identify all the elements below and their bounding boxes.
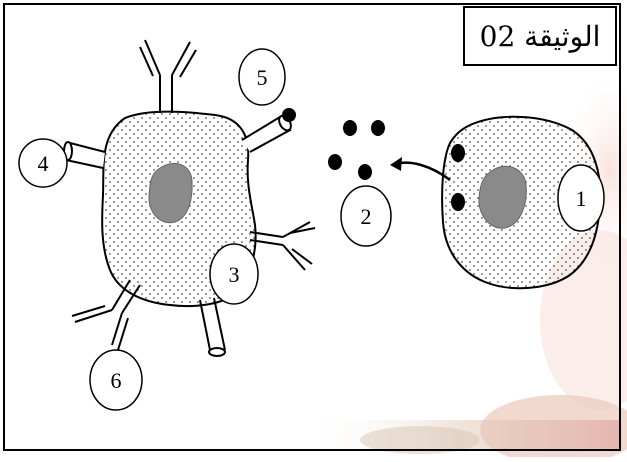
figure-frame [3, 3, 621, 451]
document-title: الوثيقة 02 [463, 6, 617, 66]
